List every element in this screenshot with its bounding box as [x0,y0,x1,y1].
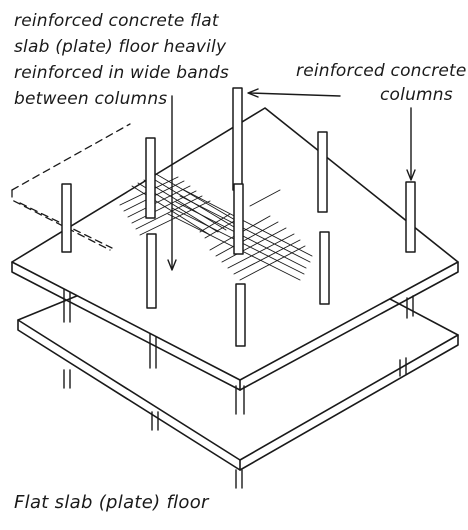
column [145,137,156,219]
column [405,181,416,253]
column-annotation: reinforced concrete columns [296,61,467,105]
slab-label-line-4: between columns [14,89,167,109]
column [146,233,157,309]
leader-arrows [167,88,416,271]
upper-columns [61,87,416,347]
slab-label-line-1: reinforced concrete flat [14,11,220,31]
column [235,283,246,347]
slab-label-line-3: reinforced in wide bands [14,63,229,83]
columns-between-slabs [63,287,414,415]
column [232,87,243,191]
column [233,183,244,255]
column [317,131,328,213]
column [61,183,72,253]
column [319,231,330,305]
slab-annotation: reinforced concrete flat slab (plate) fl… [14,11,229,109]
column-label-line-2: columns [380,85,453,105]
lower-column-stubs [63,357,407,489]
column-label-line-1: reinforced concrete [296,61,467,81]
slab-label-line-2: slab (plate) floor heavily [14,37,227,57]
diagram-caption: Flat slab (plate) floor [14,492,210,513]
